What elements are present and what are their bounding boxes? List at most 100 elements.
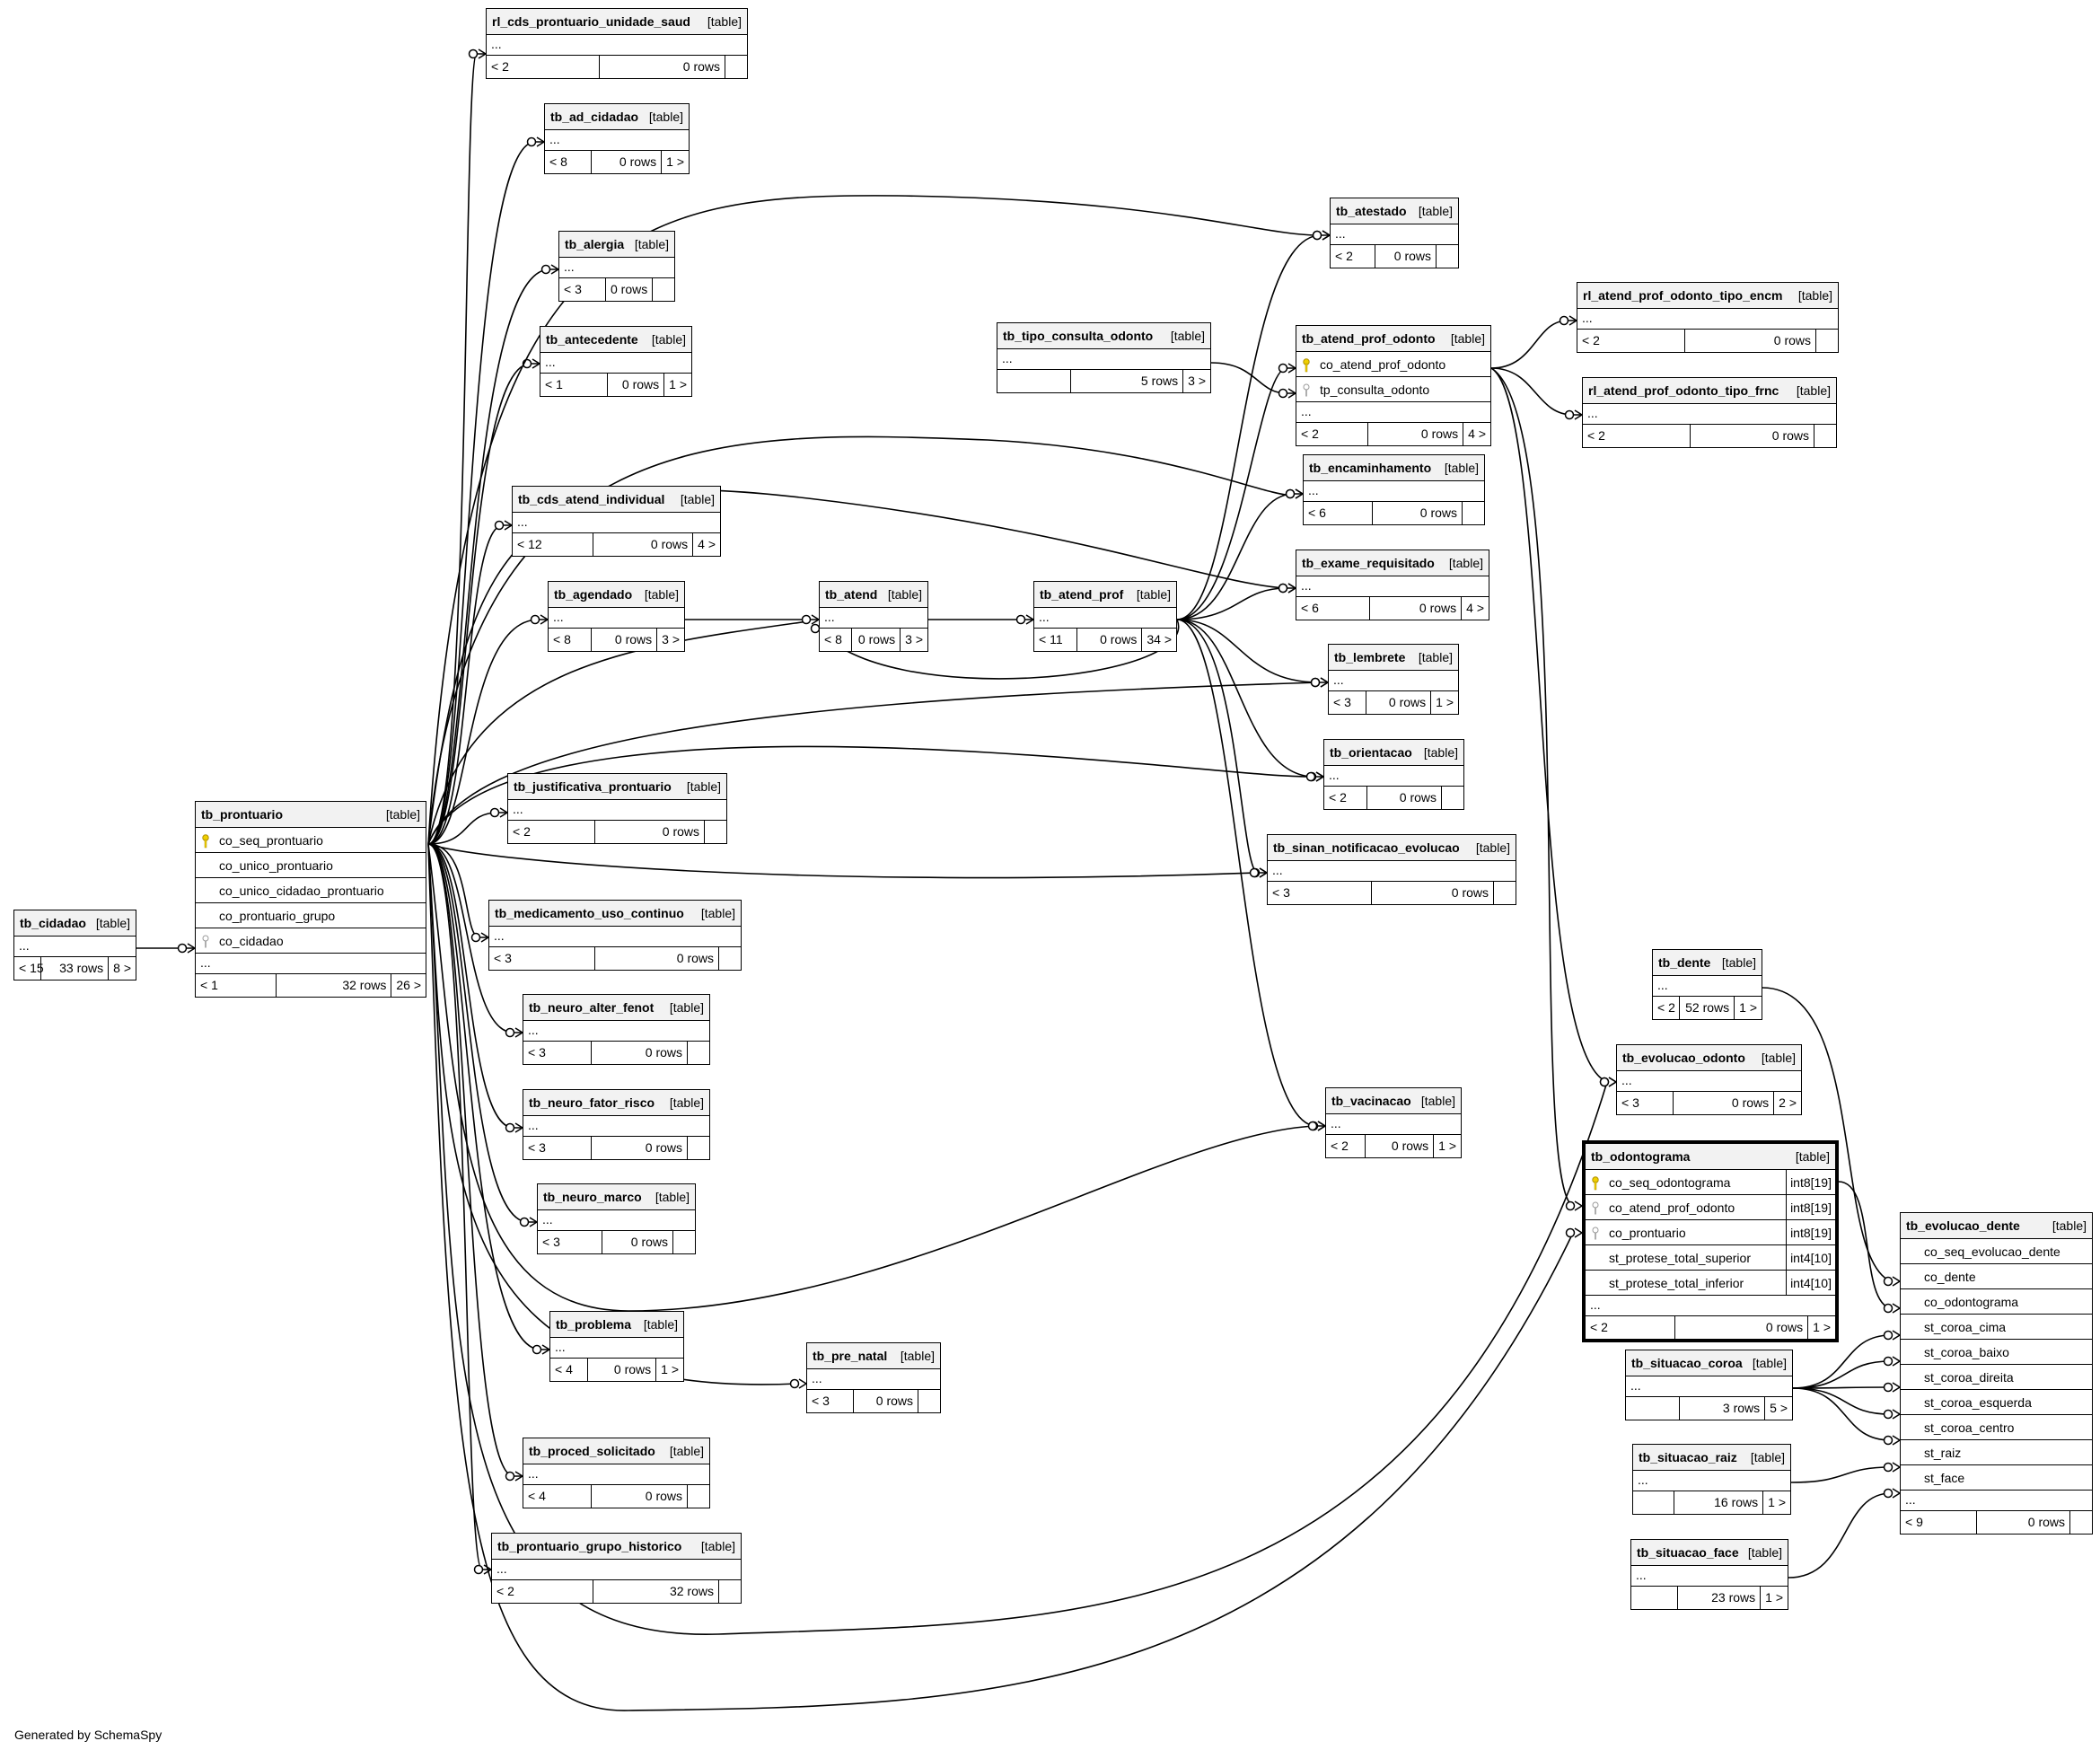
parents-count[interactable]: [1626, 1397, 1680, 1420]
children-count[interactable]: 1 >: [666, 154, 684, 169]
children-count[interactable]: [725, 56, 747, 78]
children-count[interactable]: 3 >: [662, 632, 680, 646]
table-tb-sinan-notificacao-evolucao[interactable]: tb_sinan_notificacao_evolucao[table]...<…: [1267, 834, 1516, 905]
children-count[interactable]: 1 >: [1739, 1000, 1757, 1015]
children-count[interactable]: 1 >: [1768, 1495, 1786, 1509]
column-row[interactable]: co_dente: [1901, 1264, 2092, 1289]
children-count[interactable]: 1 >: [1813, 1320, 1831, 1334]
parents-count[interactable]: < 3: [489, 947, 595, 970]
column-row[interactable]: co_unico_cidadao_prontuario: [196, 878, 426, 903]
table-tb-atend-prof-odonto[interactable]: tb_atend_prof_odonto[table]co_atend_prof…: [1296, 325, 1491, 446]
children-count[interactable]: [918, 1390, 940, 1412]
children-count[interactable]: [653, 278, 674, 301]
table-rl-atend-prof-odonto-tipo-frnc[interactable]: rl_atend_prof_odonto_tipo_frnc[table]...…: [1582, 377, 1837, 448]
column-row[interactable]: st_coroa_cima: [1901, 1315, 2092, 1340]
parents-count[interactable]: < 3: [1617, 1092, 1674, 1114]
parents-count[interactable]: < 15: [14, 957, 44, 980]
children-count[interactable]: [1814, 425, 1836, 447]
parents-count[interactable]: < 3: [523, 1137, 592, 1159]
children-count[interactable]: [719, 1580, 741, 1603]
parents-count[interactable]: < 2: [508, 821, 595, 843]
column-row[interactable]: st_coroa_centro: [1901, 1415, 2092, 1440]
children-count[interactable]: 4 >: [698, 537, 716, 551]
parents-count[interactable]: < 3: [523, 1042, 592, 1064]
column-row[interactable]: tp_consulta_odonto: [1296, 377, 1490, 402]
children-count[interactable]: 1 >: [661, 1362, 679, 1376]
children-count[interactable]: [1494, 882, 1516, 904]
children-count[interactable]: [719, 947, 741, 970]
parents-count[interactable]: < 6: [1304, 502, 1373, 524]
parents-count[interactable]: < 2: [1324, 787, 1367, 809]
column-row[interactable]: co_atend_prof_odonto: [1296, 352, 1490, 377]
parents-count[interactable]: [1633, 1491, 1674, 1514]
parents-count[interactable]: < 2: [1296, 423, 1368, 445]
column-row[interactable]: co_seq_evolucao_dente: [1901, 1239, 2092, 1264]
children-count[interactable]: 34 >: [1147, 632, 1172, 646]
parents-count[interactable]: < 3: [807, 1390, 854, 1412]
column-row[interactable]: co_seq_prontuario: [196, 828, 426, 853]
parents-count[interactable]: < 3: [1268, 882, 1372, 904]
parents-count[interactable]: < 1: [196, 974, 277, 997]
column-row[interactable]: st_coroa_esquerda: [1901, 1390, 2092, 1415]
children-count[interactable]: 1 >: [669, 377, 687, 391]
parents-count[interactable]: < 11: [1034, 629, 1077, 651]
parents-count[interactable]: < 9: [1901, 1511, 1977, 1534]
column-row[interactable]: co_cidadao: [196, 928, 426, 954]
parents-count[interactable]: < 1: [540, 374, 608, 396]
table-rl-atend-prof-odonto-tipo-encm[interactable]: rl_atend_prof_odonto_tipo_encm[table]...…: [1577, 282, 1839, 353]
parents-count[interactable]: < 3: [538, 1231, 602, 1253]
parents-count[interactable]: < 2: [487, 56, 600, 78]
table-tb-justificativa-prontuario[interactable]: tb_justificativa_prontuario[table]...< 2…: [507, 773, 727, 844]
parents-count[interactable]: < 3: [1329, 691, 1366, 714]
children-count[interactable]: 1 >: [1438, 1139, 1456, 1153]
column-row[interactable]: st_raiz: [1901, 1440, 2092, 1465]
parents-count[interactable]: [997, 370, 1071, 392]
parents-count[interactable]: < 4: [550, 1359, 588, 1381]
children-count[interactable]: 1 >: [1765, 1590, 1783, 1605]
parents-count[interactable]: < 2: [492, 1580, 593, 1603]
table-rl-cds-prontuario-unidade-saud[interactable]: rl_cds_prontuario_unidade_saud[table]...…: [486, 8, 748, 79]
children-count[interactable]: [688, 1137, 709, 1159]
parents-count[interactable]: < 2: [1653, 997, 1680, 1019]
children-count[interactable]: [1437, 245, 1458, 268]
children-count[interactable]: 2 >: [1779, 1095, 1797, 1110]
column-row[interactable]: co_unico_prontuario: [196, 853, 426, 878]
table-tb-prontuario-grupo-historico[interactable]: tb_prontuario_grupo_historico[table]...<…: [491, 1533, 742, 1604]
parents-count[interactable]: < 2: [1326, 1135, 1366, 1157]
children-count[interactable]: [688, 1042, 709, 1064]
parents-count[interactable]: [1631, 1587, 1678, 1609]
children-count[interactable]: [1442, 787, 1463, 809]
parents-count[interactable]: < 2: [1586, 1316, 1675, 1339]
children-count[interactable]: [688, 1485, 709, 1508]
parents-count[interactable]: < 8: [549, 629, 592, 651]
table-tb-medicamento-uso-continuo[interactable]: tb_medicamento_uso_continuo[table]...< 3…: [488, 900, 742, 971]
